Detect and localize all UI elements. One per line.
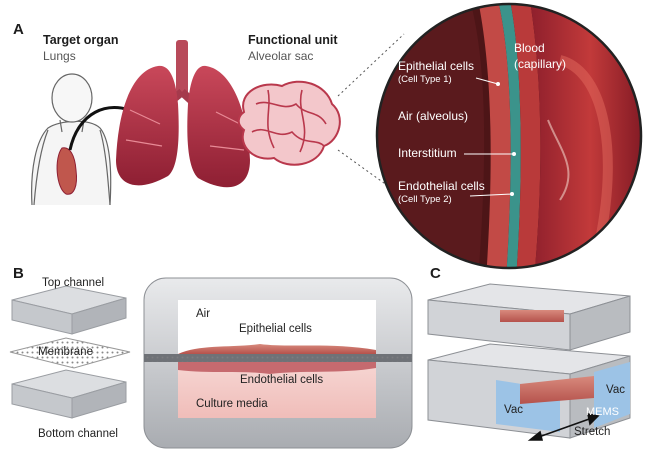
panel-label-b: B [13,265,24,282]
device-cross-section [143,277,413,449]
membrane-sheet [9,337,131,369]
lungs-illustration [116,40,250,188]
functional-unit-title: Functional unit [248,33,338,47]
stretch-label: Stretch [574,426,611,438]
panel-label-c: C [430,265,441,282]
top-channel-label: Top channel [42,277,105,289]
stretch-arrow [527,412,600,441]
panel-label-a: A [13,21,24,38]
exploded-device [9,285,131,419]
endothelial-pointer [469,193,513,197]
air-alveolus-label: Air (alveolus) [398,109,469,123]
endothelial-cells-label: Endothelial cells [240,374,324,386]
target-organ-title: Target organ [43,33,119,47]
vac-right-label: Vac [606,384,625,396]
interstitium-label: Interstitium [398,146,457,160]
bottom-channel-label: Bottom channel [38,428,118,440]
zoom-connector-top [337,33,405,97]
epithelial-cells-label: Epithelial cells [236,322,315,337]
air-label: Air [196,308,211,320]
stretch-device [427,283,631,439]
epithelial-label: Epithelial cells [398,59,475,73]
blood-sub-label: (capillary) [514,57,567,71]
highlighted-lung [56,147,77,195]
functional-unit-sub: Alveolar sac [248,49,314,63]
epithelial-sub-label: (Cell Type 1) [398,74,452,85]
blood-label: Blood [514,41,545,55]
target-organ-sub: Lungs [43,49,76,63]
endothelial-sub-label: (Cell Type 2) [398,194,452,205]
epithelial-pointer [475,77,499,85]
culture-media-label: Culture media [196,398,268,410]
membrane-label: Membrane [38,346,93,358]
alveolar-sac [237,80,341,166]
watermark-text: MEMS [586,406,619,418]
vac-left-label: Vac [504,404,523,416]
endothelial-label: Endothelial cells [398,179,485,193]
